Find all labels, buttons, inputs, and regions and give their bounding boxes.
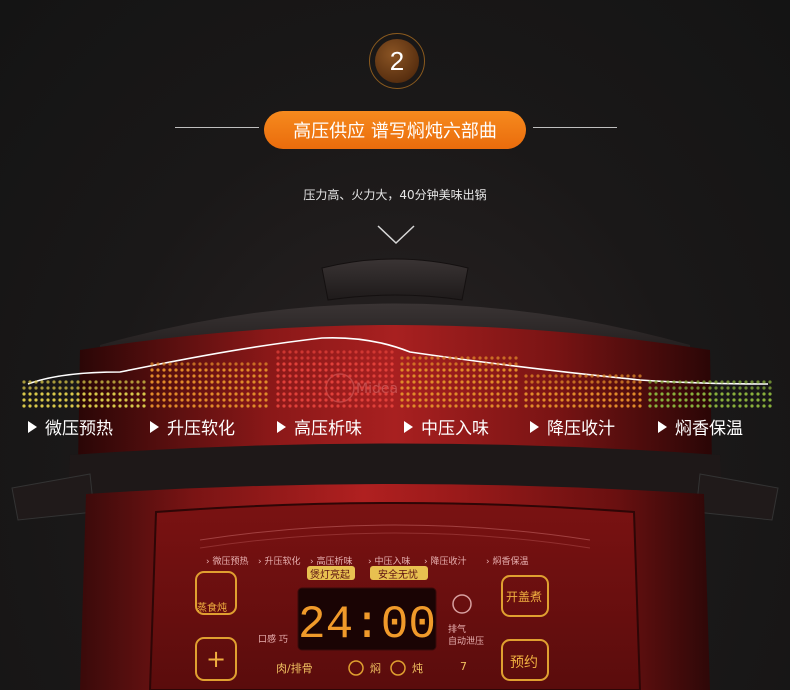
stage-label-5: 降压收汁	[530, 414, 615, 439]
play-arrow-icon	[658, 420, 667, 433]
panel-mini-stage-1: › 微压预热	[206, 557, 249, 567]
open-lid-button-label: 开盖煮	[506, 590, 543, 604]
stage-label-text: 高压析味	[294, 419, 362, 439]
panel-badge-right-text: 安全无忧	[378, 570, 418, 581]
panel-badge-right	[370, 566, 428, 580]
stage-label-2: 升压软化	[150, 414, 235, 439]
panel-mini-stage-3: › 高压析味	[310, 557, 353, 567]
reserve-button-label: 预约	[510, 655, 538, 671]
chevron-down-icon	[377, 225, 415, 245]
play-arrow-icon	[530, 420, 539, 433]
braise-label: 焖	[370, 662, 381, 675]
play-arrow-icon	[404, 420, 413, 433]
plus-button-label: +	[206, 645, 227, 673]
display-time: 24:00	[298, 599, 436, 651]
reserve-button[interactable]	[501, 639, 549, 681]
steam-exhaust-label: 排气	[448, 625, 467, 635]
stage-label-text: 降压收汁	[547, 419, 615, 439]
pressure-curve	[27, 336, 769, 385]
texture-label: 口感 巧	[258, 635, 288, 645]
panel-mini-stage-2: › 升压软化	[258, 557, 301, 567]
stew-button[interactable]	[390, 660, 406, 676]
step-badge: 2	[369, 33, 425, 89]
stage-dots-6	[648, 380, 772, 408]
panel-mini-stage-6: › 焖香保温	[486, 557, 529, 567]
stage-dots-1	[22, 380, 146, 408]
section-title: 高压供应 谱写焖炖六部曲	[264, 111, 526, 149]
stage-dots-5	[524, 374, 642, 408]
play-arrow-icon	[28, 420, 37, 433]
handle-band	[68, 443, 722, 498]
meat-label: 肉/排骨	[276, 662, 313, 675]
brand-watermark: Midea	[356, 381, 399, 397]
stage-label-text: 中压入味	[421, 419, 489, 439]
stage-label-4: 中压入味	[404, 414, 489, 439]
panel-mini-stage-5: › 降压收汁	[424, 557, 467, 567]
panel-mini-stage-4: › 中压入味	[368, 557, 411, 567]
lid-knob	[321, 258, 469, 301]
title-divider-left	[175, 127, 259, 128]
play-arrow-icon	[150, 420, 159, 433]
section-subtitle: 压力高、火力大，40分钟美味出锅	[303, 188, 487, 202]
plus-button[interactable]	[195, 637, 237, 681]
stage-dots-4	[400, 356, 518, 408]
panel-stripes	[199, 524, 591, 541]
recipe-button-label: 蒸食炖	[197, 603, 227, 614]
stage-label-text: 升压软化	[167, 419, 235, 439]
title-divider-right	[533, 127, 617, 128]
braise-button[interactable]	[348, 660, 364, 676]
seven-label: 7	[460, 660, 467, 673]
auto-release-label: 自动泄压	[448, 637, 485, 647]
timer-icon	[452, 594, 472, 614]
panel-badge-left	[307, 566, 355, 580]
lid-rim	[78, 325, 712, 465]
step-number: 2	[375, 39, 419, 83]
panel-badge-left-text: 煲灯亮起	[310, 570, 350, 581]
stage-label-3: 高压析味	[277, 414, 362, 439]
recipe-button[interactable]	[195, 571, 237, 615]
stage-label-6: 焖香保温	[658, 414, 743, 439]
stew-label: 炖	[412, 662, 423, 675]
stage-dots-2	[150, 362, 268, 408]
open-lid-button[interactable]	[501, 575, 549, 617]
stage-label-text: 焖香保温	[675, 419, 743, 439]
stage-label-1: 微压预热	[28, 414, 113, 439]
digital-display	[297, 587, 437, 651]
stage-dots-3	[276, 350, 394, 408]
stage-label-text: 微压预热	[45, 419, 113, 439]
play-arrow-icon	[277, 420, 286, 433]
